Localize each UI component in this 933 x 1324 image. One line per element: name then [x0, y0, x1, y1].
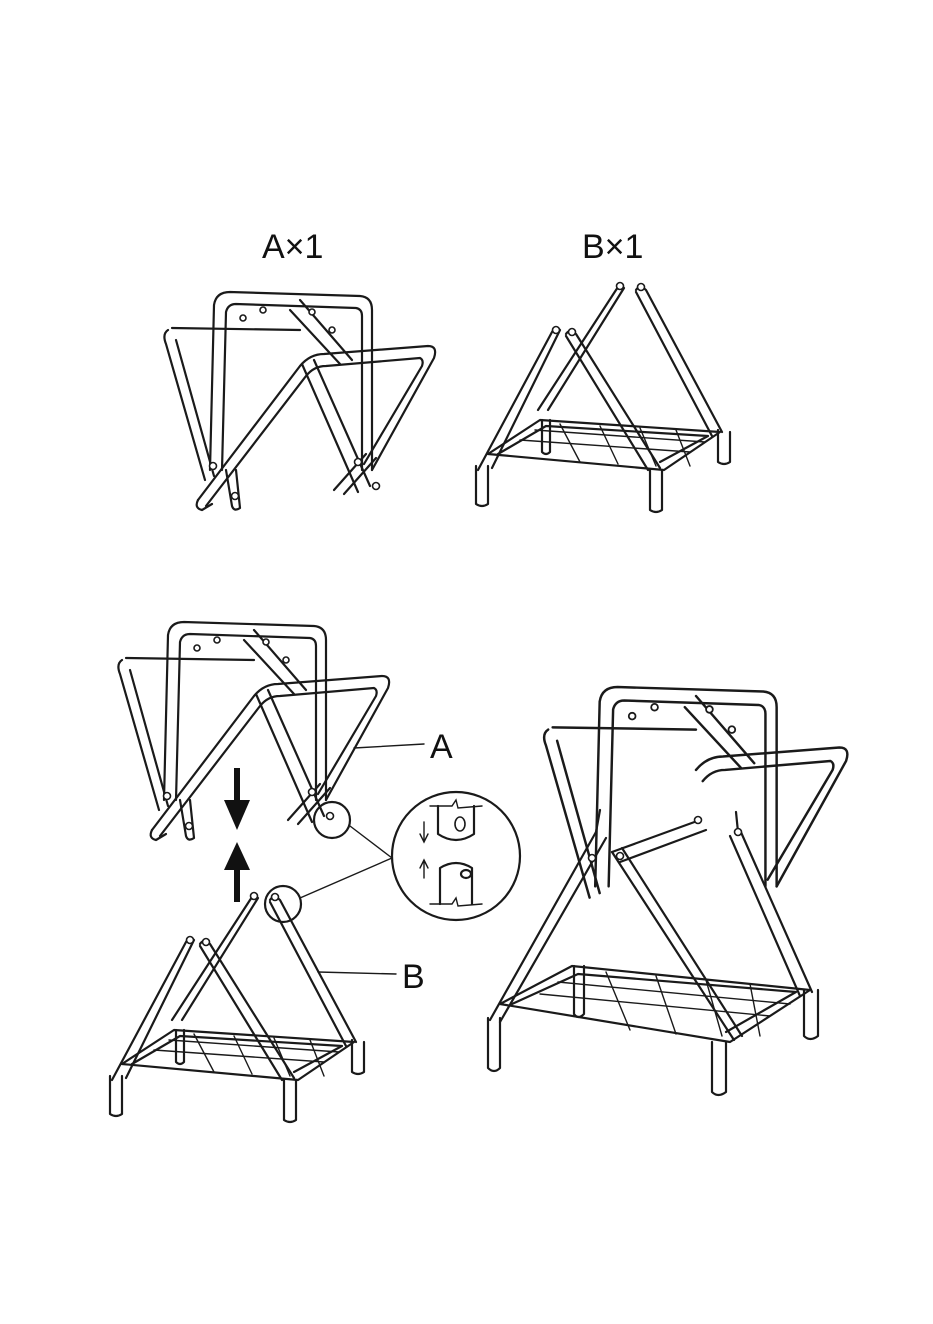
- callout-label-a: A: [430, 728, 453, 766]
- step-part-b: [110, 893, 364, 1123]
- part-b-illustration: [476, 283, 730, 513]
- part-a-illustration: [164, 292, 435, 510]
- part-b-count: B×1: [582, 228, 643, 266]
- step-part-a: [118, 622, 389, 840]
- assembled-rack: [488, 687, 847, 1095]
- joint-detail-magnifier: [392, 792, 520, 920]
- part-a-count: A×1: [262, 228, 323, 266]
- joint-callout-top: [314, 802, 350, 838]
- arrow-down-icon: [224, 768, 250, 830]
- arrow-up-icon: [224, 842, 250, 902]
- callout-label-b: B: [402, 958, 425, 996]
